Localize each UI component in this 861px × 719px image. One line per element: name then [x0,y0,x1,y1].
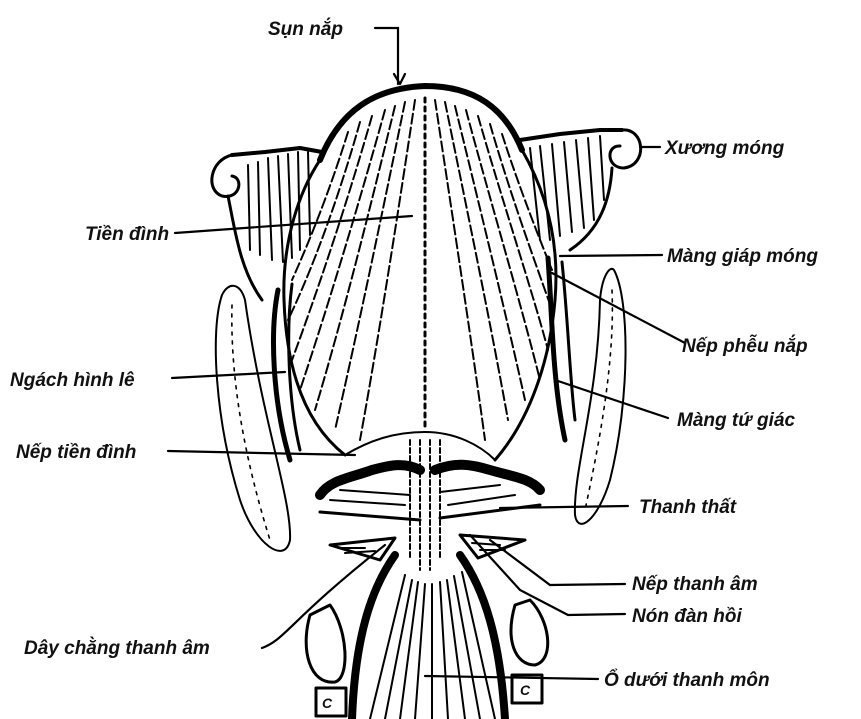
label-day-chang-thanh-am: Dây chằng thanh âm [24,637,210,659]
labels: Sụn nắp Xương móng Tiền đình Màng giáp m… [10,18,818,691]
hyoid-right [520,130,641,250]
label-sun-nap: Sụn nắp [268,18,343,40]
piriform-left [216,284,300,551]
label-xuong-mong: Xương móng [664,138,785,159]
label-ngach-hinh-le: Ngách hình lê [10,370,135,391]
label-non-dan-hoi: Nón đàn hồi [632,606,742,627]
label-tien-dinh: Tiền đình [85,224,169,245]
subglottis [352,555,505,719]
label-thanh-that: Thanh thất [639,497,737,518]
epiglottis [284,86,556,460]
label-nep-pheu-nap: Nếp phễu nắp [682,335,808,357]
vocal-folds [330,535,525,560]
label-mang-tu-giac: Màng tứ giác [677,410,796,431]
label-o-duoi-thanh-mon: Ổ dưới thanh môn [604,669,770,691]
label-mang-giap-mong: Màng giáp móng [667,246,818,267]
label-nep-tien-dinh: Nếp tiền đình [16,442,136,463]
label-nep-thanh-am: Nếp thanh âm [632,574,758,595]
thyroid-blocks: C C [306,600,548,716]
svg-text:C: C [520,682,531,698]
svg-text:C: C [322,695,333,711]
glottis-center [410,440,440,570]
